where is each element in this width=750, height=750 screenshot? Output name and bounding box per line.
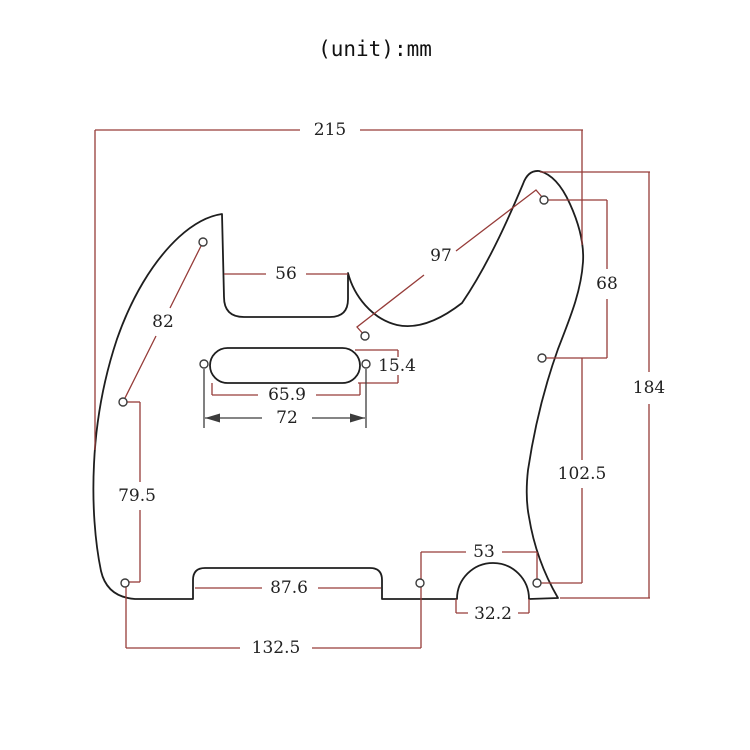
dim-overall-width [94,129,583,450]
label-upper-right-holes: 68 [596,274,618,294]
dim-slot-screw-spacing [203,369,367,428]
label-neck-pickup-width: 56 [275,264,297,284]
arrow-left-icon [205,413,220,423]
dim-slot-length [211,383,361,396]
screw-hole-left-middle [118,397,128,407]
dim-semicircle-width [455,599,530,614]
dim-slot-height [355,349,399,384]
dim-upper-right-holes [546,199,608,359]
screw-hole-top-left-horn [198,237,208,247]
dim-lower-left-holes [125,587,422,649]
label-horn-hole-diagonal: 97 [430,246,452,266]
dim-lower-right-holes [420,551,538,579]
label-slot-screw-spacing: 72 [276,408,298,428]
dim-neck-diagonal [122,241,204,403]
label-overall-width: 215 [314,120,346,140]
pickguard-outline [92,170,585,600]
screw-hole-slot-right [361,359,371,369]
screw-hole-bottom-right [532,578,542,588]
dimension-labels-group: 215 184 56 82 97 68 65.9 15.4 72 102.5 7… [118,120,665,658]
pickguard-outline-group [92,170,585,600]
middle-pickup-slot [209,347,361,384]
label-semicircle-width: 32.2 [474,604,512,624]
screw-hole-right-middle [537,353,547,363]
label-lower-left-holes: 132.5 [252,638,301,658]
dimension-lines-group [94,129,650,649]
screw-hole-top-right-horn [539,195,549,205]
label-slot-length: 65.9 [268,385,306,405]
dim-right-holes [541,358,583,584]
label-lower-right-holes: 53 [473,542,495,562]
unit-title: (unit):mm [318,37,432,61]
label-right-holes: 102.5 [558,464,607,484]
label-neck-hole-diagonal: 82 [152,312,174,332]
dim-left-holes [127,401,141,583]
arrow-right-icon [350,413,365,423]
dim-overall-height [540,171,650,599]
label-slot-height: 15.4 [378,356,416,376]
screw-hole-slot-left [199,359,209,369]
screw-hole-bottom-middle [415,578,425,588]
label-left-holes: 79.5 [118,486,156,506]
label-bridge-cutout: 87.6 [270,578,308,598]
label-overall-height: 184 [633,378,665,398]
screw-hole-below-neck-cavity [360,331,370,341]
screw-hole-bottom-left [120,578,130,588]
screw-holes-group [118,195,549,588]
